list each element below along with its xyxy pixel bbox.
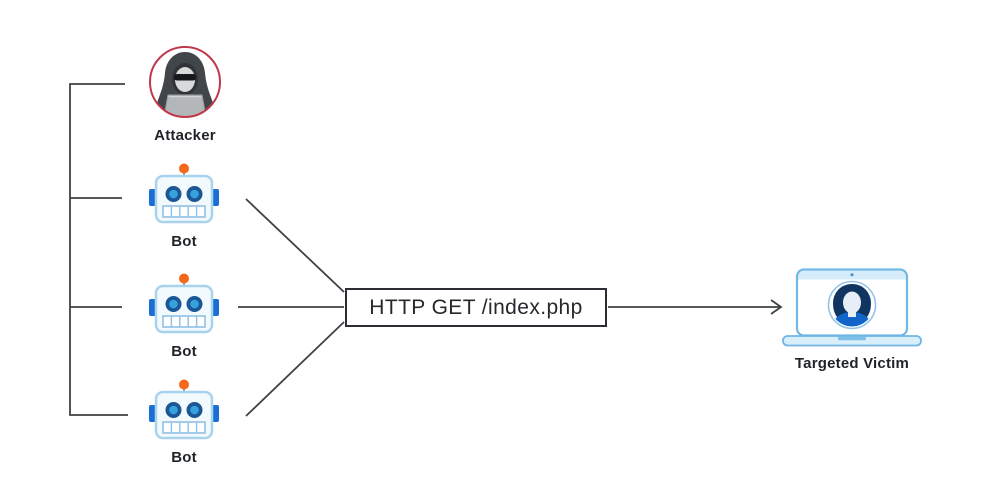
victim-label: Targeted Victim <box>794 355 910 372</box>
http-request-label: HTTP GET /index.php <box>369 295 583 319</box>
robot-icon <box>149 163 219 224</box>
robot-icon <box>149 273 219 334</box>
attacker-label: Attacker <box>154 127 216 144</box>
bot-label: Bot <box>171 343 197 360</box>
bot-label: Bot <box>171 233 197 250</box>
laptop-user-icon <box>782 268 922 347</box>
bot-node-2: Bot <box>148 272 220 360</box>
robot-icon <box>149 379 219 440</box>
victim-node: Targeted Victim <box>782 268 922 372</box>
bot-node-1: Bot <box>148 162 220 250</box>
attacker-node: Attacker <box>144 44 226 144</box>
bot-node-3: Bot <box>148 378 220 466</box>
hacker-icon <box>149 46 221 118</box>
bot-label: Bot <box>171 449 197 466</box>
http-request-box: HTTP GET /index.php <box>345 288 607 327</box>
